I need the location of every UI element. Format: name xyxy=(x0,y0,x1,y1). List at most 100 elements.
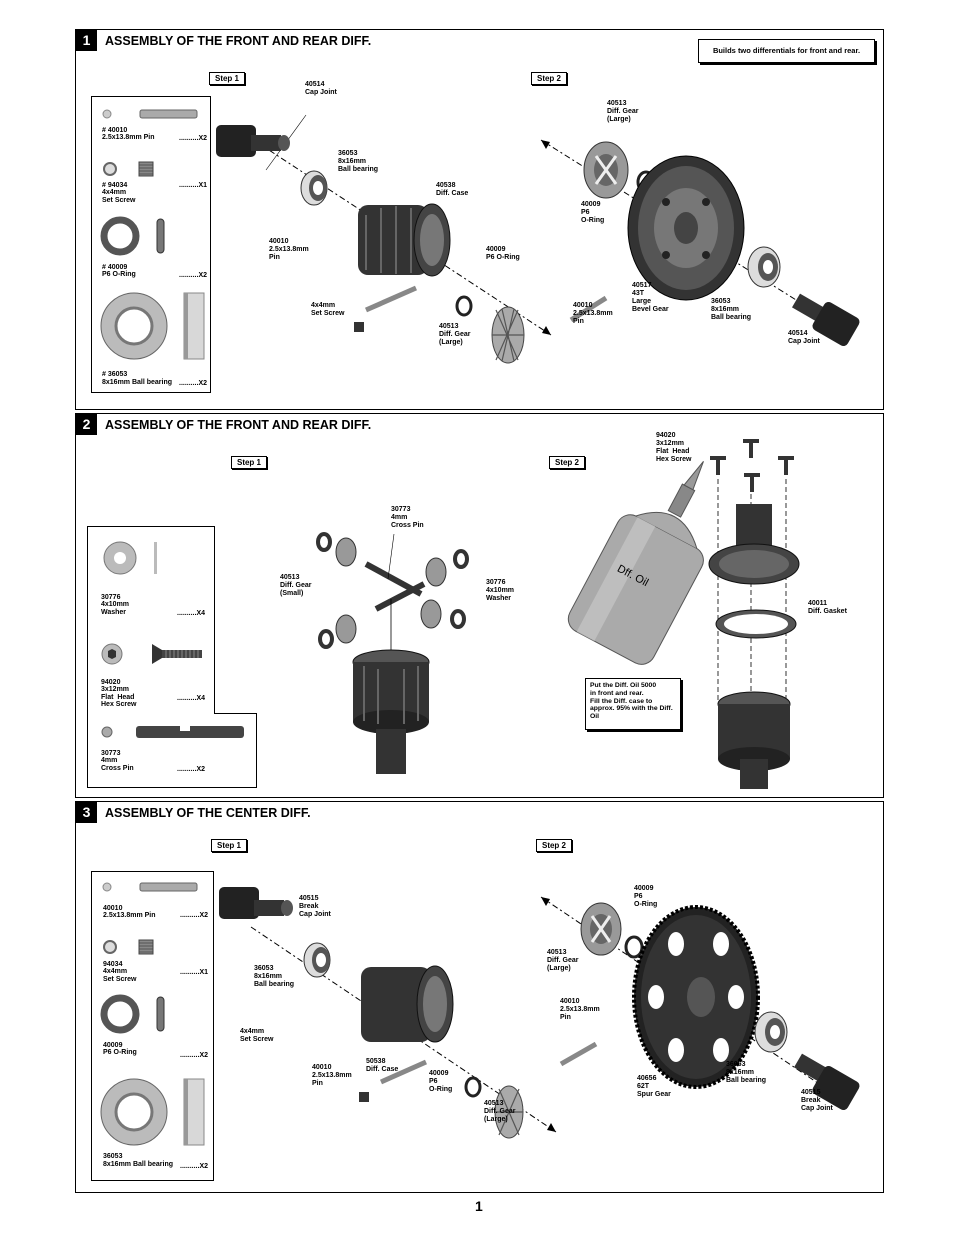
ball-bearing-icon xyxy=(100,292,205,360)
step-2-tag: Step 2 xyxy=(531,72,567,85)
label-break-cap-joint: 40515 Break Cap Joint xyxy=(299,895,331,918)
pin-icon xyxy=(102,882,198,892)
washer-icon xyxy=(450,609,466,629)
part-qty: ..........X1 xyxy=(180,969,209,976)
section-3: 3 ASSEMBLY OF THE CENTER DIFF. Step 1 St… xyxy=(75,801,884,1193)
parts-box: 40010 2.5x13.8mm Pin ..........X2 94034 … xyxy=(91,871,214,1181)
cap-joint-icon xyxy=(219,887,293,919)
step1-diagram xyxy=(316,532,469,774)
oil-bottle-icon xyxy=(567,461,704,665)
diff-gear-icon xyxy=(580,902,622,956)
oil-note-line: Oil xyxy=(590,713,600,721)
part-qty: ..........X1 xyxy=(179,182,208,189)
section-2: 2 ASSEMBLY OF THE FRONT AND REAR DIFF. S… xyxy=(75,413,884,798)
step-2-tag: Step 2 xyxy=(536,839,572,852)
part-id: # 36053 xyxy=(102,371,128,378)
pin-icon xyxy=(102,109,198,119)
pin-icon xyxy=(379,1059,428,1085)
parts-box-outline xyxy=(87,526,257,788)
page-number: 1 xyxy=(475,1198,483,1214)
label-pin: 40010 2.5x13.8mm Pin xyxy=(312,1064,352,1087)
gasket-icon xyxy=(715,609,797,639)
flat-head-screw-icon xyxy=(101,643,202,665)
part-name: 8x16mm Ball bearing xyxy=(102,379,173,386)
label-break-cap-joint: 40515 Break Cap Joint xyxy=(801,1089,833,1112)
diff-case-icon xyxy=(358,203,451,277)
bevel-gear-assembly-icon xyxy=(708,504,800,585)
step1-diagram xyxy=(216,114,552,364)
step-2-tag: Step 2 xyxy=(549,456,585,469)
label-bevel-gear: 40517 43T Large Bevel Gear xyxy=(632,282,669,313)
label-bearing: 36053 8x16mm Ball bearing xyxy=(338,150,379,173)
bearing-icon xyxy=(300,170,328,206)
section-1: 1 ASSEMBLY OF THE FRONT AND REAR DIFF. B… xyxy=(75,29,884,410)
diff-gear-icon xyxy=(494,1085,524,1139)
label-bearing: 36053 8x16mm Ball bearing xyxy=(726,1061,767,1084)
pin-icon xyxy=(364,285,418,313)
part-name: P6 O-Ring xyxy=(102,271,136,278)
step1-diagram xyxy=(219,887,557,1139)
label-diff-case: 50538 Diff. Case xyxy=(366,1058,399,1073)
cross-pin-icon xyxy=(101,726,244,738)
bearing-icon xyxy=(303,942,331,978)
label-diff-gear-small: 40513 Diff. Gear (Small) xyxy=(280,574,312,597)
step-1-tag: Step 1 xyxy=(231,456,267,469)
o-ring-icon xyxy=(624,935,644,959)
part-id: 40010 xyxy=(103,905,123,912)
part-id: 30776 xyxy=(101,594,121,601)
part-id: 94034 xyxy=(103,961,123,968)
part-name: 2.5x13.8mm Pin xyxy=(102,134,155,141)
label-bearing: 36053 8x16mm Ball bearing xyxy=(254,965,295,988)
label-flat-head-screw: 94020 3x12mm Flat Head Hex Screw xyxy=(656,432,692,463)
label-bearing: 36053 8x16mm Ball bearing xyxy=(711,298,752,321)
o-ring-icon xyxy=(100,994,165,1034)
label-diff-gear: 40513 Diff. Gear (Large) xyxy=(439,323,471,346)
label-o-ring: 40009 P6 O-Ring xyxy=(581,201,605,224)
part-name: 4mm Cross Pin xyxy=(101,757,134,772)
label-diff-gear: 40513 Diff. Gear (Large) xyxy=(547,949,579,972)
label-diff-gasket: 40011 Diff. Gasket xyxy=(808,600,847,615)
part-qty: ..........X2 xyxy=(180,1163,209,1170)
washer-icon xyxy=(103,541,157,575)
label-pin: 40010 2.5x13.8mm Pin xyxy=(560,998,600,1021)
oil-note-line: in front and rear. xyxy=(590,689,644,697)
part-id: # 40010 xyxy=(102,127,128,134)
pin-icon xyxy=(559,1041,598,1067)
flat-head-screw-icon xyxy=(710,456,726,475)
oil-note-line: approx. 95% with the Diff. xyxy=(590,705,673,713)
part-id: 36053 xyxy=(103,1153,123,1160)
label-diff-gear: 40513 Diff. Gear (Large) xyxy=(607,100,639,123)
label-spur-gear: 40656 62T Spur Gear xyxy=(637,1075,671,1098)
label-set-screw: 4x4mm Set Screw xyxy=(240,1028,274,1043)
part-name: P6 O-Ring xyxy=(103,1049,137,1056)
washer-icon xyxy=(453,549,469,569)
label-diff-case: 40538 Diff. Case xyxy=(436,182,469,197)
cross-pin-icon xyxy=(364,561,426,612)
set-screw-icon xyxy=(103,161,154,177)
oil-instruction-note: Put the Diff. Oil 5000 in front and rear… xyxy=(585,678,681,730)
flat-head-screw-icon xyxy=(744,473,760,492)
label-washer: 30776 4x10mm Washer xyxy=(486,579,515,602)
part-name: 4x4mm Set Screw xyxy=(103,968,137,983)
section-number: 1 xyxy=(76,30,97,51)
section-number: 2 xyxy=(76,414,97,435)
label-set-screw: 4x4mm Set Screw xyxy=(311,302,345,317)
o-ring-icon xyxy=(455,295,473,317)
part-qty: ..........X2 xyxy=(179,380,208,387)
bearing-icon xyxy=(747,246,781,288)
part-name: 8x16mm Ball bearing xyxy=(103,1161,174,1168)
washer-icon xyxy=(318,629,334,649)
part-qty: ..........X4 xyxy=(177,695,206,702)
parts-box: # 40010 2.5x13.8mm Pin ..........X2 # 94… xyxy=(91,96,211,393)
section-number: 3 xyxy=(76,802,97,823)
part-qty: ..........X4 xyxy=(177,610,206,617)
part-id: # 94034 xyxy=(102,182,128,189)
diff-case-icon xyxy=(361,965,454,1043)
section-note: Builds two differentials for front and r… xyxy=(698,39,875,63)
set-screw-icon xyxy=(103,939,154,955)
diff-gear-icon xyxy=(491,306,525,364)
bevel-gear-icon xyxy=(627,155,745,301)
part-id: # 40009 xyxy=(102,264,128,271)
washer-icon xyxy=(316,532,332,552)
oil-note-line: Put the Diff. Oil 5000 xyxy=(590,682,657,689)
